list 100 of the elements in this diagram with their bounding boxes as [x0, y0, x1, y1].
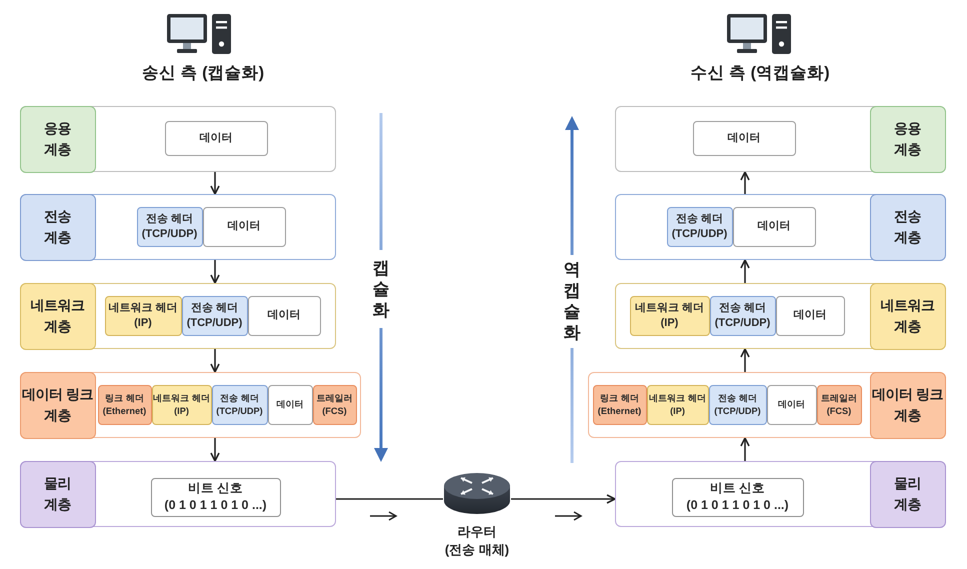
layer-row — [20, 194, 336, 260]
layer-row — [615, 461, 945, 527]
segment-subtitle: (IP) — [134, 316, 152, 330]
arrow — [740, 171, 750, 194]
segment-subtitle: (IP) — [174, 404, 189, 417]
trailer-segment — [312, 384, 356, 424]
segment-title: 데이터 — [276, 398, 304, 411]
arrow — [511, 494, 616, 504]
vertical-label: 역캡슐화 — [562, 259, 582, 343]
layer-row — [615, 194, 945, 260]
layer-name: 전송 계층 — [893, 207, 922, 247]
data-segment — [776, 296, 844, 336]
segment-title: 전송 헤더 — [220, 392, 259, 404]
arrow — [210, 260, 220, 284]
segment-title: 링크 헤더 — [600, 392, 639, 404]
data-segment — [248, 296, 320, 336]
segment-title: 트레일러 — [821, 392, 857, 404]
segment-title: 트레일러 — [316, 392, 352, 404]
data-segment — [766, 384, 816, 424]
layer-row — [20, 283, 336, 349]
segment-title: 네트워크 헤더 — [153, 392, 210, 404]
segment-subtitle: (FCS) — [826, 404, 852, 417]
segment-title: 전송 헤더 — [146, 212, 194, 226]
header-segment — [182, 296, 248, 336]
segment-subtitle: (IP) — [670, 404, 685, 417]
layer-name: 물리 계층 — [893, 474, 922, 514]
segment-title: 데이터 — [200, 130, 232, 146]
segment-title: 전송 헤더 — [718, 300, 766, 316]
header-segment — [592, 384, 646, 424]
layer-row — [20, 461, 336, 527]
segment-subtitle: (TCP/UDP) — [142, 226, 198, 242]
segment-title: 링크 헤더 — [105, 392, 144, 404]
arrow — [210, 438, 220, 462]
layer-name: 응용 계층 — [43, 119, 72, 159]
layer-name: 네트워크 계층 — [880, 296, 936, 336]
data-segment — [164, 120, 268, 156]
segment-subtitle: (0 1 0 1 1 0 1 0 ...) — [686, 497, 789, 514]
segment-subtitle: (IP) — [660, 316, 678, 330]
data-segment — [692, 120, 796, 156]
segment-title: 네트워크 헤더 — [649, 392, 706, 404]
segment-title: 전송 헤더 — [676, 212, 724, 226]
header-segment — [646, 384, 708, 424]
segment-title: 전송 헤더 — [718, 392, 757, 404]
arrow — [740, 437, 750, 461]
header-segment — [708, 384, 766, 424]
column-heading: 송신 측 (캡슐화) — [142, 63, 264, 84]
arrow — [210, 349, 220, 373]
segment-subtitle: (TCP/UDP) — [216, 404, 263, 417]
segment-subtitle: (FCS) — [322, 404, 347, 417]
layer-row — [615, 106, 945, 172]
data-segment — [202, 206, 286, 246]
segment-title: 데이터 — [778, 398, 805, 411]
segment-title: 데이터 — [228, 219, 260, 234]
arrow — [740, 259, 750, 283]
connector-line — [336, 498, 443, 500]
column-heading: 수신 측 (역캡슐화) — [690, 63, 830, 84]
layer-name: 물리 계층 — [43, 474, 72, 514]
router-label: 라우터 — [458, 523, 496, 541]
vertical-label: 캡슐화 — [372, 258, 390, 320]
layer-row — [20, 372, 361, 438]
layer-name: 전송 계층 — [43, 207, 72, 247]
bit-signal-segment — [150, 478, 280, 516]
header-segment — [710, 296, 776, 336]
data-segment — [268, 384, 312, 424]
header-segment — [212, 384, 268, 424]
segment-subtitle: (TCP/UDP) — [714, 316, 770, 330]
layer-name: 네트워크 계층 — [30, 296, 86, 336]
layer-row — [615, 283, 945, 349]
segment-title: 데이터 — [268, 308, 300, 323]
layer-row — [20, 106, 336, 172]
header-segment — [152, 384, 212, 424]
segment-subtitle: (Ethernet) — [598, 404, 642, 417]
header-segment — [630, 296, 710, 336]
segment-title: 데이터 — [758, 219, 790, 234]
segment-subtitle: (Ethernet) — [102, 404, 146, 417]
trailer-segment — [816, 384, 862, 424]
segment-subtitle: (TCP/UDP) — [186, 316, 242, 330]
segment-subtitle: (0 1 0 1 1 0 1 0 ...) — [164, 497, 267, 514]
segment-title: 네트워크 헤더 — [108, 300, 178, 316]
arrow — [210, 172, 220, 195]
layer-name: 데이터 링크 계층 — [22, 385, 94, 425]
segment-title: 비트 신호 — [710, 480, 766, 497]
layer-name: 데이터 링크 계층 — [872, 385, 944, 425]
segment-title: 전송 헤더 — [190, 300, 238, 316]
layer-name: 응용 계층 — [893, 119, 922, 159]
segment-subtitle: (TCP/UDP) — [672, 226, 728, 242]
segment-subtitle: (TCP/UDP) — [714, 404, 761, 417]
data-segment — [732, 206, 816, 246]
arrow — [740, 348, 750, 372]
header-segment — [104, 296, 182, 336]
bit-signal-segment — [672, 478, 804, 516]
header-segment — [666, 206, 732, 246]
router-sublabel: (전송 매체) — [444, 541, 510, 559]
header-segment — [98, 384, 152, 424]
segment-title: 네트워크 헤더 — [634, 300, 704, 316]
layer-row — [588, 372, 945, 438]
header-segment — [136, 206, 202, 246]
segment-title: 비트 신호 — [188, 480, 244, 497]
segment-title: 데이터 — [794, 308, 826, 323]
segment-title: 데이터 — [728, 130, 760, 146]
